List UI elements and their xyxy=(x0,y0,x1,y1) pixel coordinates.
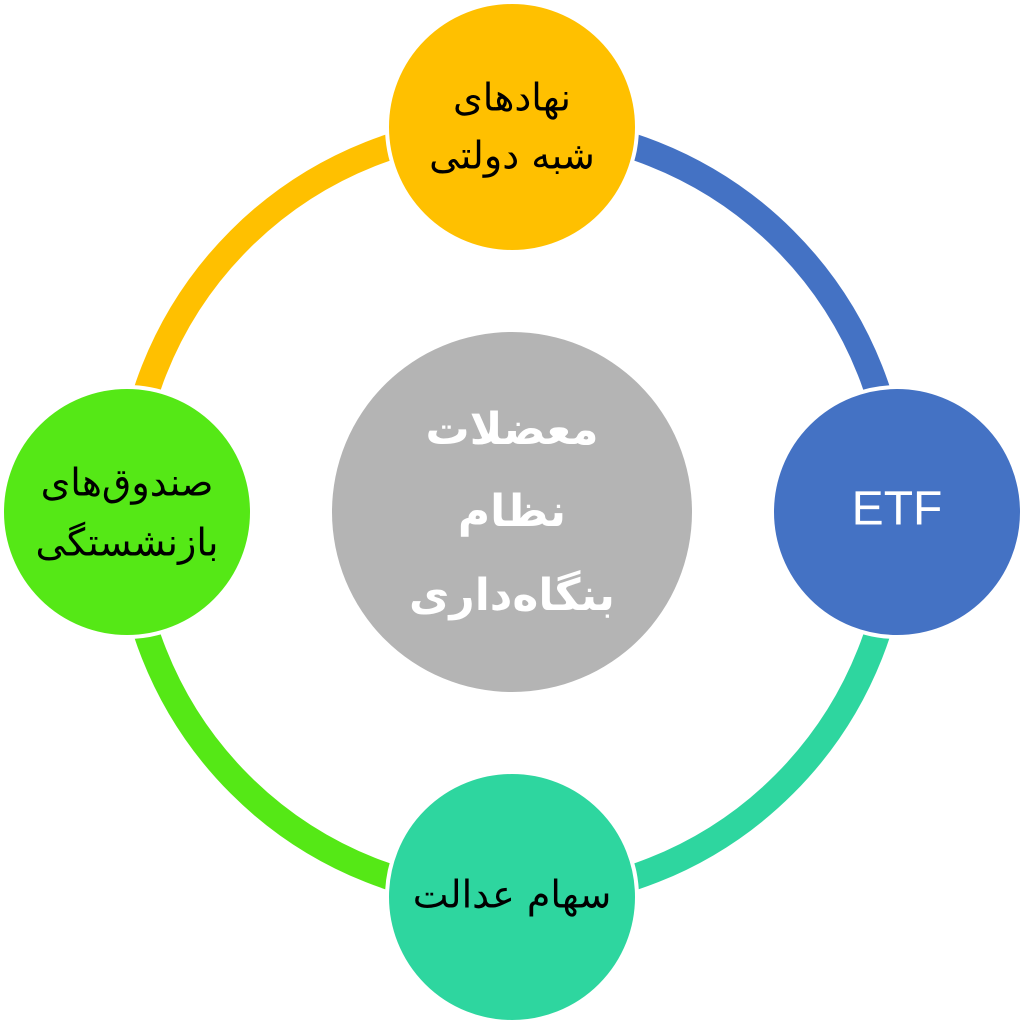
node-pension-funds: صندوق‌های بازنشستگی xyxy=(0,385,254,639)
node-bottom-label: سهام عدالت xyxy=(413,873,612,918)
node-top-circle xyxy=(385,0,639,254)
node-left-circle xyxy=(0,385,254,639)
node-left-label-line-2: بازنشستگی xyxy=(35,521,218,565)
center-label-line-2: نظام xyxy=(458,486,566,537)
center-label-line-1: معضلات xyxy=(425,404,598,455)
node-quasi-governmental: نهادهای شبه دولتی xyxy=(385,0,639,254)
center-node: معضلات نظام بنگاه‌داری xyxy=(332,332,692,692)
node-right-circle xyxy=(770,385,1024,639)
node-etf: ETF xyxy=(770,385,1024,639)
node-top-label-line-1: نهادهای xyxy=(453,76,571,121)
node-right-label: ETF xyxy=(852,483,943,536)
node-left-label-line-1: صندوق‌های xyxy=(41,461,214,506)
center-label-line-3: بنگاه‌داری xyxy=(409,569,615,621)
node-top-label-line-2: شبه دولتی xyxy=(429,134,595,179)
node-justice-shares: سهام عدالت xyxy=(385,770,639,1024)
center-circle xyxy=(332,332,692,692)
node-bottom-circle xyxy=(385,770,639,1024)
